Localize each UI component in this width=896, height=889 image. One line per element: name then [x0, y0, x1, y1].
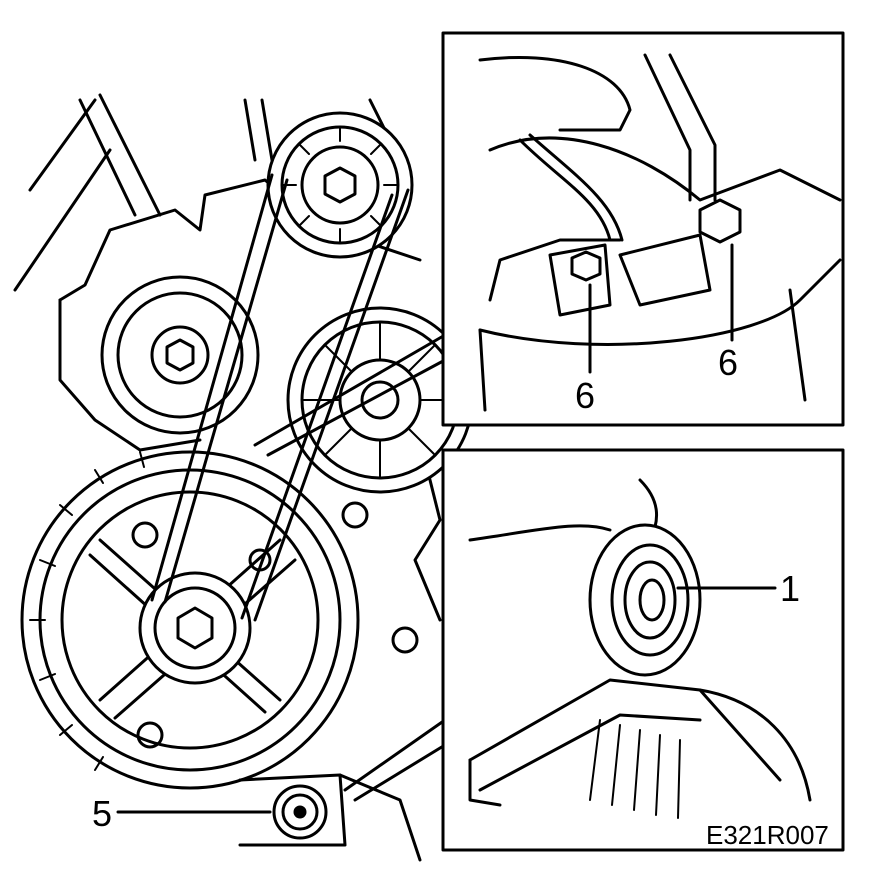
crankshaft-pulley [20, 450, 360, 790]
figure-code: E321R007 [706, 820, 829, 850]
upper-idler-pulley [266, 111, 414, 259]
plug-item-5 [272, 784, 328, 840]
alternator-pulley [100, 275, 260, 435]
callout-6-left: 6 [575, 375, 596, 416]
drive-belt [150, 173, 410, 622]
callout-1: 1 [780, 568, 801, 609]
callout-6-right: 6 [718, 342, 739, 383]
inset-bottom [441, 448, 845, 852]
main-engine-view [13, 93, 474, 862]
callout-5: 5 [92, 793, 113, 834]
inset-top [441, 31, 845, 427]
